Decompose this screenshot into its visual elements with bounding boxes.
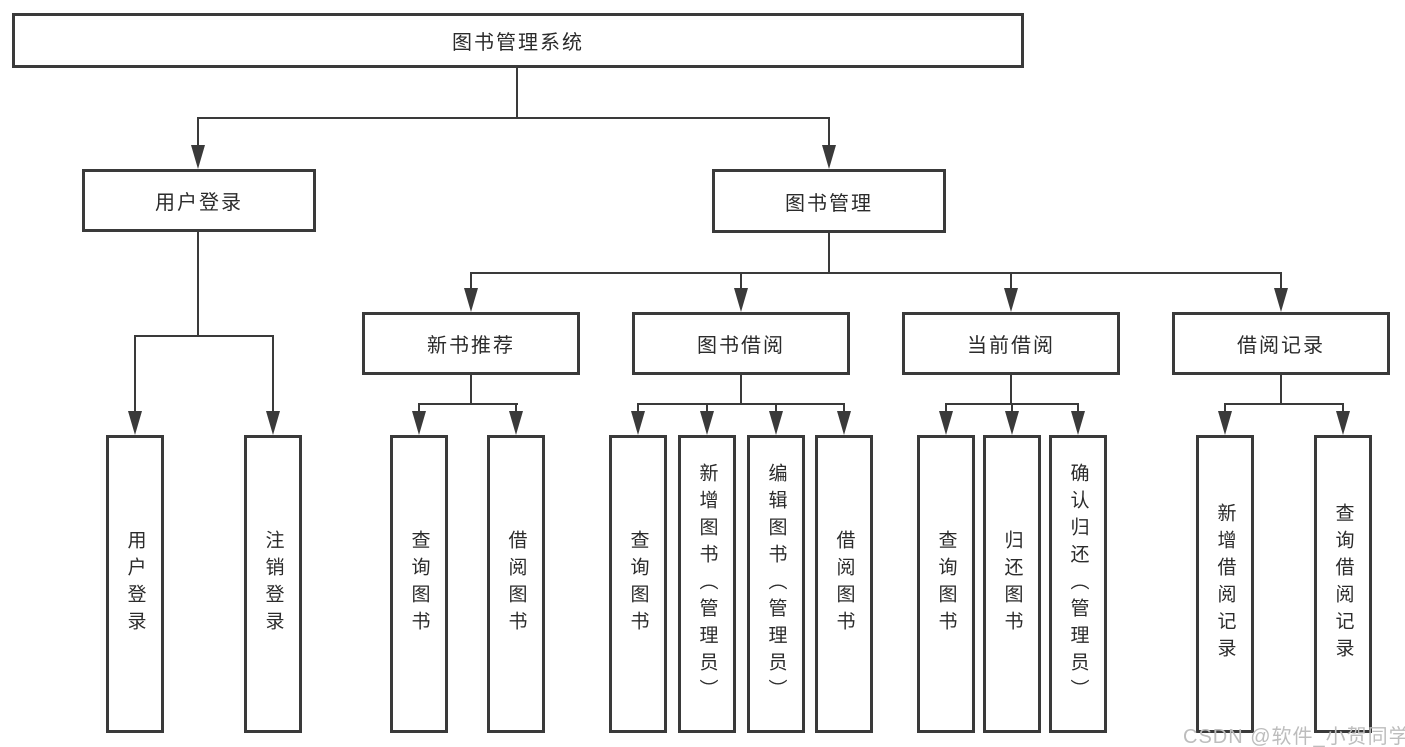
- connector-line: [828, 117, 830, 147]
- arrow-down-icon: [1004, 288, 1018, 312]
- arrow-down-icon: [734, 288, 748, 312]
- connector-line: [843, 403, 845, 413]
- connector-line: [1342, 403, 1344, 413]
- connector-line: [1280, 375, 1282, 404]
- node-book-management: 图书管理: [712, 169, 946, 233]
- connector-line: [134, 335, 274, 337]
- connector-line: [134, 335, 136, 413]
- arrow-down-icon: [631, 411, 645, 435]
- node-user-login-label: 用户登录: [155, 192, 243, 214]
- leaf-bb-query-books: 查询图书: [609, 435, 667, 733]
- leaf-cb-confirm-return-label: 确认归还（管理员）: [1067, 462, 1089, 706]
- connector-line: [418, 403, 420, 413]
- arrow-down-icon: [266, 411, 280, 435]
- node-current-borrowing-label: 当前借阅: [967, 335, 1055, 357]
- leaf-user-login-label: 用户登录: [124, 530, 146, 638]
- arrow-down-icon: [412, 411, 426, 435]
- leaf-br-query-record: 查询借阅记录: [1314, 435, 1372, 733]
- arrow-down-icon: [509, 411, 523, 435]
- arrow-down-icon: [769, 411, 783, 435]
- node-root: 图书管理系统: [12, 13, 1024, 68]
- connector-line: [197, 117, 830, 119]
- leaf-logout: 注销登录: [244, 435, 302, 733]
- connector-line: [1077, 403, 1079, 413]
- connector-line: [1011, 403, 1013, 413]
- leaf-bb-add-books: 新增图书（管理员）: [678, 435, 736, 733]
- connector-line: [470, 272, 472, 290]
- connector-line: [1224, 403, 1344, 405]
- leaf-bb-query-books-label: 查询图书: [627, 530, 649, 638]
- arrow-down-icon: [191, 145, 205, 169]
- leaf-nbr-borrow-books: 借阅图书: [487, 435, 545, 733]
- leaf-br-add-record: 新增借阅记录: [1196, 435, 1254, 733]
- connector-line: [1010, 375, 1012, 404]
- leaf-nbr-query-books-label: 查询图书: [408, 530, 430, 638]
- connector-line: [418, 403, 518, 405]
- arrow-down-icon: [1274, 288, 1288, 312]
- leaf-bb-edit-books: 编辑图书（管理员）: [747, 435, 805, 733]
- arrow-down-icon: [837, 411, 851, 435]
- connector-line: [637, 403, 845, 405]
- connector-line: [1010, 272, 1012, 290]
- connector-line: [775, 403, 777, 413]
- node-user-login: 用户登录: [82, 169, 316, 232]
- leaf-cb-query-books-label: 查询图书: [935, 530, 957, 638]
- leaf-cb-query-books: 查询图书: [917, 435, 975, 733]
- connector-line: [1224, 403, 1226, 413]
- connector-line: [515, 403, 517, 413]
- connector-line: [706, 403, 708, 413]
- connector-line: [637, 403, 639, 413]
- arrow-down-icon: [1071, 411, 1085, 435]
- connector-line: [828, 233, 830, 273]
- leaf-br-query-record-label: 查询借阅记录: [1332, 503, 1354, 665]
- leaf-nbr-query-books: 查询图书: [390, 435, 448, 733]
- leaf-br-add-record-label: 新增借阅记录: [1214, 503, 1236, 665]
- node-root-label: 图书管理系统: [452, 32, 584, 54]
- connector-line: [516, 68, 518, 118]
- node-borrowing-records: 借阅记录: [1172, 312, 1390, 375]
- arrow-down-icon: [128, 411, 142, 435]
- arrow-down-icon: [464, 288, 478, 312]
- arrow-down-icon: [1218, 411, 1232, 435]
- connector-line: [470, 375, 472, 404]
- arrow-down-icon: [1336, 411, 1350, 435]
- node-book-management-label: 图书管理: [785, 192, 873, 215]
- connector-line: [945, 403, 947, 413]
- connector-line: [197, 117, 199, 147]
- leaf-cb-confirm-return: 确认归还（管理员）: [1049, 435, 1107, 733]
- connector-line: [740, 375, 742, 404]
- connector-line: [740, 272, 742, 290]
- node-new-book-recommend-label: 新书推荐: [427, 335, 515, 357]
- connector-line: [470, 272, 1282, 274]
- leaf-nbr-borrow-books-label: 借阅图书: [505, 530, 527, 638]
- leaf-bb-borrow-books: 借阅图书: [815, 435, 873, 733]
- csdn-watermark: CSDN @软件_小贺同学: [1183, 726, 1405, 747]
- arrow-down-icon: [1005, 411, 1019, 435]
- leaf-cb-return-books-label: 归还图书: [1001, 530, 1023, 638]
- node-book-borrowing-label: 图书借阅: [697, 335, 785, 357]
- node-current-borrowing: 当前借阅: [902, 312, 1120, 375]
- connector-line: [197, 232, 199, 337]
- node-book-borrowing: 图书借阅: [632, 312, 850, 375]
- connector-line: [272, 335, 274, 413]
- leaf-bb-borrow-books-label: 借阅图书: [833, 530, 855, 638]
- connector-line: [1280, 272, 1282, 290]
- node-borrowing-records-label: 借阅记录: [1237, 335, 1325, 357]
- node-new-book-recommend: 新书推荐: [362, 312, 580, 375]
- leaf-logout-label: 注销登录: [262, 530, 284, 638]
- arrow-down-icon: [822, 145, 836, 169]
- leaf-bb-edit-books-label: 编辑图书（管理员）: [765, 462, 787, 706]
- leaf-bb-add-books-label: 新增图书（管理员）: [696, 462, 718, 706]
- arrow-down-icon: [939, 411, 953, 435]
- leaf-user-login: 用户登录: [106, 435, 164, 733]
- arrow-down-icon: [700, 411, 714, 435]
- leaf-cb-return-books: 归还图书: [983, 435, 1041, 733]
